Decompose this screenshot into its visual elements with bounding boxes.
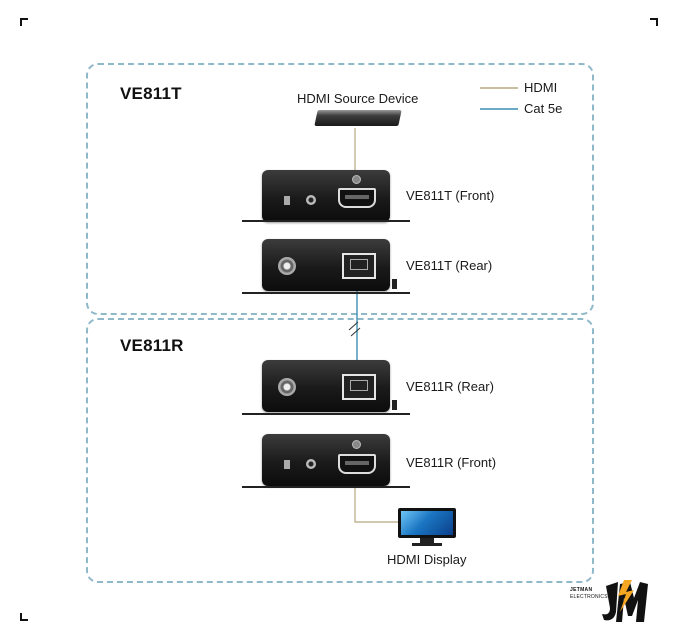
- legend-cat5e-label: Cat 5e: [524, 101, 563, 116]
- jetman-logo-icon: JETMAN ELECTRONICS: [570, 578, 652, 628]
- frame-corner-tr: [650, 18, 658, 26]
- r-front-hdmi-port: [338, 454, 376, 474]
- hdmi-cable-display: [354, 484, 398, 523]
- cable-break-mark-1: [348, 321, 359, 331]
- t-rear-side-stub: [392, 279, 397, 289]
- r-front-led: [352, 440, 361, 449]
- frame-corner-bl: [20, 613, 28, 621]
- transmitter-group-box: [86, 63, 594, 315]
- logo-mark: [602, 580, 648, 622]
- r-front-base: [242, 486, 410, 488]
- r-rear-rj45-port: [342, 374, 376, 400]
- t-front-led: [352, 175, 361, 184]
- t-front-base: [242, 220, 410, 222]
- receiver-group-box: [86, 318, 594, 583]
- display-stand: [420, 538, 434, 544]
- ve811r-front-unit-icon: [262, 434, 390, 486]
- r-rear-power-jack: [278, 378, 296, 396]
- hdmi-display-icon: [398, 508, 456, 538]
- t-front-label: VE811T (Front): [406, 188, 495, 203]
- transmitter-group-title: VE811T: [120, 84, 182, 103]
- logo-line-1: JETMAN: [570, 587, 593, 593]
- t-front-jack: [306, 195, 316, 205]
- cable-break-mark-2: [350, 327, 361, 337]
- legend-hdmi-label: HDMI: [524, 80, 558, 95]
- t-front-hdmi-port: [338, 188, 376, 208]
- r-front-jack: [306, 459, 316, 469]
- r-rear-side-stub: [392, 400, 397, 410]
- ve811t-rear-unit-icon: [262, 239, 390, 291]
- source-device-icon: [314, 110, 402, 126]
- r-front-label: VE811R (Front): [406, 455, 497, 470]
- receiver-group-title: VE811R: [120, 336, 184, 355]
- display-base: [412, 543, 442, 546]
- source-device-label: HDMI Source Device: [297, 91, 419, 106]
- r-front-button: [284, 460, 290, 469]
- ve811t-front-unit-icon: [262, 170, 390, 222]
- frame-corner-tl: [20, 18, 28, 26]
- display-screen: [401, 511, 453, 535]
- r-rear-label: VE811R (Rear): [406, 379, 494, 394]
- t-rear-label: VE811T (Rear): [406, 258, 493, 273]
- legend-lines: [480, 87, 518, 110]
- r-rear-base: [242, 413, 410, 415]
- ve811r-rear-unit-icon: [262, 360, 390, 412]
- t-rear-rj45-port: [342, 253, 376, 279]
- logo-line-2: ELECTRONICS: [570, 594, 608, 600]
- display-label: HDMI Display: [387, 552, 467, 567]
- t-rear-power-jack: [278, 257, 296, 275]
- t-rear-base: [242, 292, 410, 294]
- t-front-button: [284, 196, 290, 205]
